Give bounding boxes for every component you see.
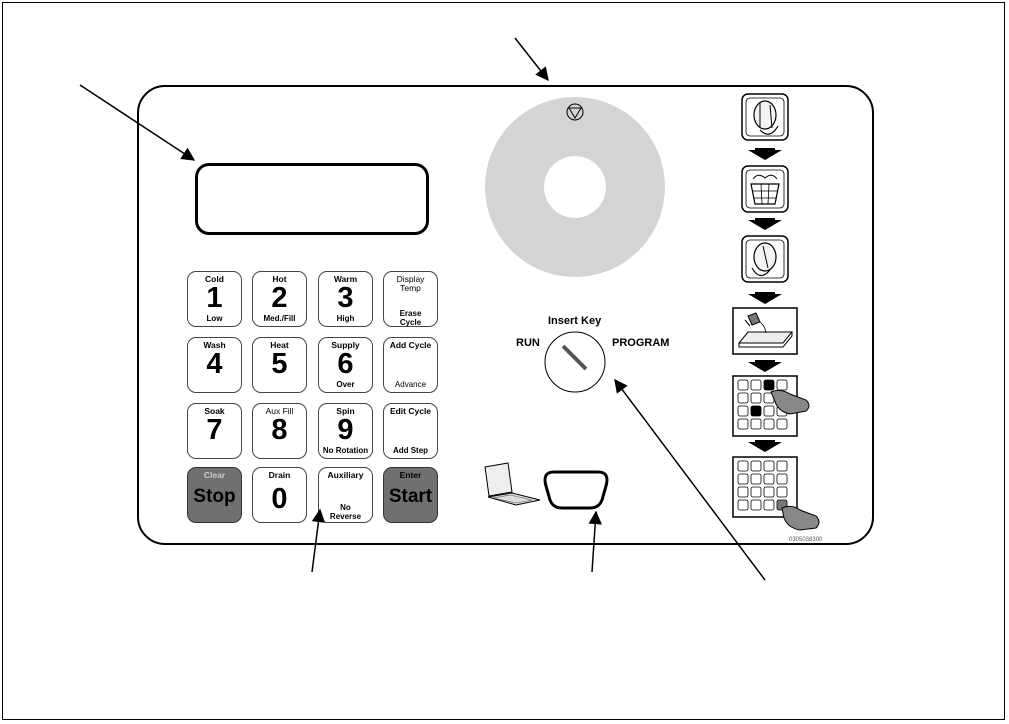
- key-6[interactable]: Supply 6 Over: [318, 337, 373, 393]
- key-3[interactable]: Warm 3 High: [318, 271, 373, 327]
- key-5-number: 5: [271, 348, 288, 380]
- grid-press-icon: [732, 375, 810, 437]
- start-button-top-label: Enter: [399, 470, 422, 480]
- key-add-cycle[interactable]: Add Cycle Advance: [383, 337, 438, 393]
- run-label: RUN: [516, 337, 540, 349]
- key-3-bottom-label: High: [336, 314, 355, 323]
- dial-center: [544, 156, 606, 218]
- key-edit-cycle[interactable]: Edit Cycle Add Step: [383, 403, 438, 459]
- key-6-bottom-label: Over: [336, 380, 355, 389]
- key-0-number: 0: [271, 483, 288, 515]
- drum-rotate-icon: [741, 93, 789, 141]
- key-5-top-label: Heat: [270, 340, 289, 350]
- key-5[interactable]: Heat 5: [252, 337, 307, 393]
- key-0[interactable]: Drain 0: [252, 467, 307, 523]
- key-switch-indicator: [561, 344, 588, 371]
- key-9-bottom-label: No Rotation: [322, 446, 369, 455]
- step-arrow-4: [748, 360, 782, 372]
- key-8-number: 8: [271, 414, 288, 446]
- callout-arrow-keyswitch: [614, 378, 766, 581]
- key-3-number: 3: [337, 282, 354, 314]
- key-add-cycle-bottom-label: Advance: [394, 380, 427, 389]
- key-8-top-label: Aux Fill: [265, 406, 294, 416]
- key-edit-cycle-top-label: Edit Cycle: [389, 406, 432, 416]
- callout-arrow-port: [588, 510, 602, 573]
- callout-arrow-keypad: [311, 508, 326, 573]
- drum-reverse-icon: [741, 235, 789, 283]
- key-7[interactable]: Soak 7: [187, 403, 242, 459]
- key-7-number: 7: [206, 414, 223, 446]
- program-label: PROGRAM: [612, 337, 670, 349]
- key-3-top-label: Warm: [333, 274, 358, 284]
- key-2-top-label: Hot: [272, 274, 287, 284]
- triangle-in-circle-icon: [566, 103, 584, 121]
- lcd-display: [195, 163, 429, 235]
- key-2[interactable]: Hot 2 Med./Fill: [252, 271, 307, 327]
- key-display-temp[interactable]: Display Temp Erase Cycle: [383, 271, 438, 327]
- basket-icon: [741, 165, 789, 213]
- step-arrow-3: [748, 292, 782, 304]
- key-1-number: 1: [206, 282, 223, 314]
- key-7-top-label: Soak: [204, 406, 225, 416]
- key-9[interactable]: Spin 9 No Rotation: [318, 403, 373, 459]
- key-auxiliary-bottom-label-2: Reverse: [329, 512, 362, 521]
- key-auxiliary-top-label: Auxiliary: [327, 470, 364, 480]
- key-6-number: 6: [337, 348, 354, 380]
- grid-press-bottom-icon: [732, 456, 820, 531]
- key-4[interactable]: Wash 4: [187, 337, 242, 393]
- key-4-number: 4: [206, 348, 223, 380]
- key-6-top-label: Supply: [331, 340, 360, 350]
- stop-button-top-label: Clear: [203, 470, 226, 480]
- key-1-top-label: Cold: [205, 274, 224, 284]
- start-button[interactable]: Enter Start: [383, 467, 438, 523]
- key-display-temp-top-label: Display Temp: [396, 274, 425, 293]
- start-button-label: Start: [388, 486, 433, 507]
- key-0-top-label: Drain: [268, 470, 291, 480]
- key-9-number: 9: [337, 414, 354, 446]
- callout-arrow-dial: [514, 37, 549, 82]
- insert-key-label: Insert Key: [548, 315, 602, 327]
- key-2-number: 2: [271, 282, 288, 314]
- key-auxiliary[interactable]: Auxiliary No Reverse: [318, 467, 373, 523]
- step-arrow-5: [748, 440, 782, 452]
- stop-button[interactable]: Clear Stop: [187, 467, 242, 523]
- key-add-cycle-top-label: Add Cycle: [389, 340, 432, 350]
- callout-arrow-display: [79, 84, 196, 161]
- stop-button-label: Stop: [193, 486, 236, 507]
- data-port: [543, 470, 609, 510]
- part-number: 0305038300: [789, 537, 823, 543]
- key-display-temp-bottom-label: Erase Cycle: [399, 309, 422, 327]
- key-2-bottom-label: Med./Fill: [263, 314, 296, 323]
- step-arrow-1: [748, 148, 782, 160]
- key-4-top-label: Wash: [203, 340, 226, 350]
- key-1[interactable]: Cold 1 Low: [187, 271, 242, 327]
- key-edit-cycle-bottom-label: Add Step: [392, 446, 429, 455]
- hand-pour-icon: [732, 307, 798, 355]
- key-switch: [544, 331, 606, 393]
- key-8[interactable]: Aux Fill 8: [252, 403, 307, 459]
- step-arrow-2: [748, 218, 782, 230]
- key-9-top-label: Spin: [336, 406, 355, 416]
- laptop-icon: [484, 462, 541, 506]
- key-auxiliary-bottom-label-1: No: [340, 503, 351, 512]
- key-1-bottom-label: Low: [206, 314, 223, 323]
